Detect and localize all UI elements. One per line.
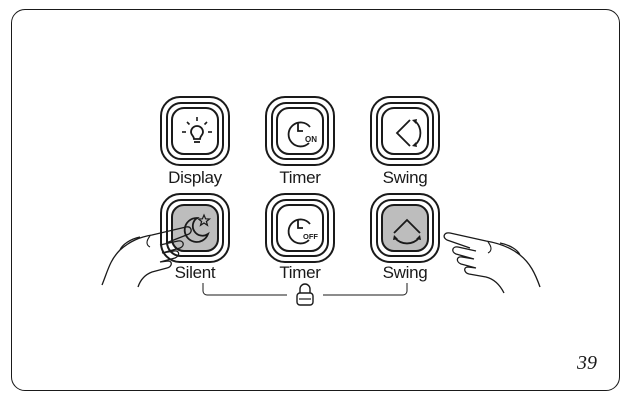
timer-off-icon: OFF (287, 218, 318, 245)
timer-on-label: Timer (279, 168, 321, 187)
timer-on-icon: ON (287, 121, 317, 148)
timer-off-text: OFF (303, 232, 318, 241)
display-button[interactable] (160, 96, 230, 166)
timer-off-label: Timer (279, 263, 321, 282)
swing-horizontal-label: Swing (382, 168, 428, 187)
swing-vertical-label: Swing (382, 263, 428, 282)
bulb-icon (182, 117, 212, 143)
left-hand-illustration (101, 226, 192, 288)
swing-vertical-icon (393, 218, 421, 245)
swing-vertical-button[interactable] (370, 193, 440, 263)
display-label: Display (168, 168, 222, 187)
moon-star-icon (183, 213, 212, 243)
timer-on-button[interactable]: ON (265, 96, 335, 166)
timer-on-text: ON (305, 135, 317, 144)
timer-off-button[interactable]: OFF (265, 193, 335, 263)
padlock-icon (296, 283, 314, 306)
swing-horizontal-icon (395, 119, 422, 147)
right-hand-illustration (443, 232, 541, 294)
silent-label: Silent (174, 263, 216, 282)
swing-horizontal-button[interactable] (370, 96, 440, 166)
silent-button[interactable] (160, 193, 230, 263)
page-number: 39 (577, 352, 597, 374)
child-lock-bracket (202, 283, 408, 306)
page-frame (11, 9, 620, 391)
